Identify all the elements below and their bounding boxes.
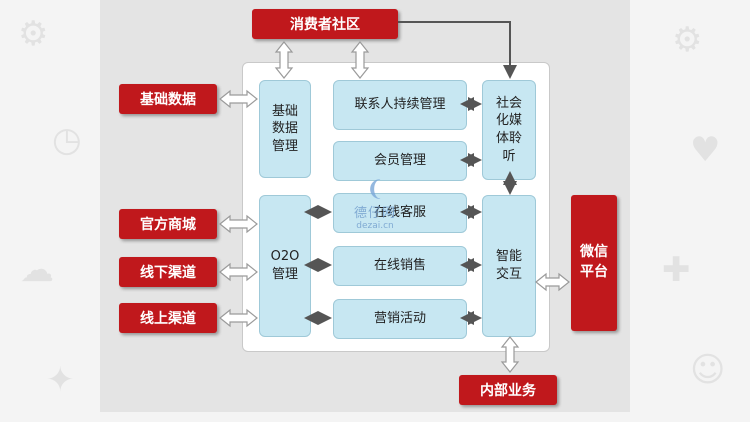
bg-gear-icon: ⚙ — [18, 14, 49, 54]
hollow-arrow-online-channel — [219, 308, 258, 328]
official-mall-box: 官方商城 — [119, 209, 217, 239]
social-listening-label: 社会化媒体聆听 — [495, 95, 522, 164]
bg-bolt-icon: ✚ — [662, 250, 691, 290]
offline-channel-label: 线下渠道 — [140, 265, 196, 281]
basic-data-mgmt-label: 基础数据管理 — [271, 103, 298, 154]
smart-interaction-box: 智能交互 — [482, 195, 536, 337]
consumer-community-label: 消费者社区 — [290, 17, 360, 33]
hollow-arrow-official-mall — [219, 214, 258, 234]
online-service-box: 在线客服 — [333, 193, 467, 233]
basic-data-label: 基础数据 — [140, 92, 196, 108]
wechat-platform-box: 微信平台 — [571, 195, 617, 331]
offline-channel-box: 线下渠道 — [119, 257, 217, 287]
bg-clock-icon: ◷ — [52, 120, 82, 160]
contact-mgmt-box: 联系人持续管理 — [333, 80, 467, 130]
basic-data-mgmt-box: 基础数据管理 — [259, 80, 311, 178]
online-sales-box: 在线销售 — [333, 246, 467, 286]
wechat-platform-label: 微信平台 — [580, 244, 608, 280]
bg-heart-icon: ♥ — [690, 130, 721, 170]
hollow-arrow-internal-business — [500, 336, 520, 373]
watermark-cn: 德仔网 — [353, 206, 396, 221]
marketing-label: 营销活动 — [373, 311, 426, 327]
online-sales-label: 在线销售 — [373, 258, 426, 274]
smart-interaction-label: 智能交互 — [495, 249, 522, 282]
watermark-en: dezai.cn — [356, 221, 394, 231]
hollow-arrow-offline-channel — [219, 262, 258, 282]
line-community-social — [398, 21, 517, 79]
social-listening-box: 社会化媒体聆听 — [482, 80, 536, 180]
bg-person-icon: ☺ — [690, 350, 726, 390]
contact-mgmt-label: 联系人持续管理 — [354, 97, 446, 113]
o2o-mgmt-label: O2O管理 — [270, 249, 300, 282]
hollow-arrow-wechat — [535, 272, 570, 292]
basic-data-box: 基础数据 — [119, 84, 217, 114]
member-mgmt-box: 会员管理 — [333, 141, 467, 181]
member-mgmt-label: 会员管理 — [373, 153, 426, 169]
internal-business-label: 内部业务 — [480, 383, 536, 399]
watermark: ❨ 德仔网 dezai.cn — [340, 178, 410, 248]
consumer-community-box: 消费者社区 — [252, 9, 398, 39]
marketing-box: 营销活动 — [333, 299, 467, 339]
hollow-arrow-community-basic — [274, 41, 294, 79]
hollow-arrow-basic-data — [219, 89, 258, 109]
hollow-arrow-community-contact — [350, 41, 370, 79]
online-service-label: 在线客服 — [373, 205, 426, 221]
o2o-mgmt-box: O2O管理 — [259, 195, 311, 337]
online-channel-box: 线上渠道 — [119, 303, 217, 333]
official-mall-label: 官方商城 — [140, 217, 196, 233]
online-channel-label: 线上渠道 — [140, 311, 196, 327]
bg-gear-icon-right: ⚙ — [672, 20, 703, 60]
bg-star-icon: ✦ — [46, 360, 75, 400]
internal-business-box: 内部业务 — [459, 375, 557, 405]
watermark-drop-icon: ❨ — [365, 177, 385, 202]
bg-cloud-icon: ☁ — [20, 250, 54, 290]
